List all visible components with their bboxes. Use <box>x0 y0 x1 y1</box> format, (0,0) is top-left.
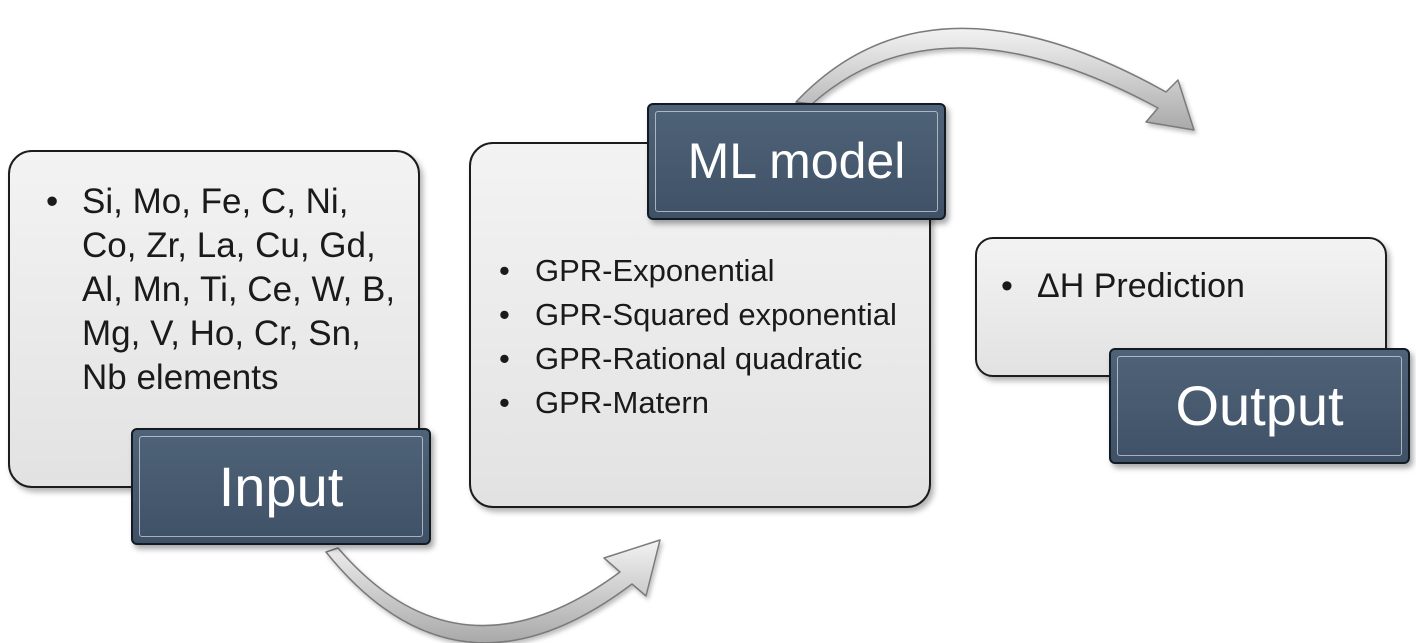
input-label-box: Input <box>131 428 431 545</box>
input-label: Input <box>218 455 344 518</box>
model-item-exponential: GPR-Exponential <box>499 252 929 290</box>
output-label-box: Output <box>1109 348 1410 464</box>
input-panel: Si, Mo, Fe, C, Ni, Co, Zr, La, Cu, Gd, A… <box>8 150 420 488</box>
model-item-rational-quadratic: GPR-Rational quadratic <box>499 340 929 378</box>
output-label: Output <box>1175 374 1344 437</box>
arrow-input-to-model <box>325 539 661 643</box>
output-item-prediction: ΔH Prediction <box>1001 265 1381 308</box>
ml-model-label-box: ML model <box>647 103 946 220</box>
arrow-model-to-output <box>795 27 1195 131</box>
model-list: GPR-Exponential GPR-Squared exponential … <box>499 252 929 429</box>
output-list: ΔH Prediction <box>1001 265 1381 308</box>
input-element-list: Si, Mo, Fe, C, Ni, Co, Zr, La, Cu, Gd, A… <box>46 180 406 400</box>
model-item-matern: GPR-Matern <box>499 384 929 422</box>
ml-model-label: ML model <box>687 133 906 189</box>
model-item-squared-exponential: GPR-Squared exponential <box>499 296 929 334</box>
input-elements-item: Si, Mo, Fe, C, Ni, Co, Zr, La, Cu, Gd, A… <box>46 180 406 400</box>
